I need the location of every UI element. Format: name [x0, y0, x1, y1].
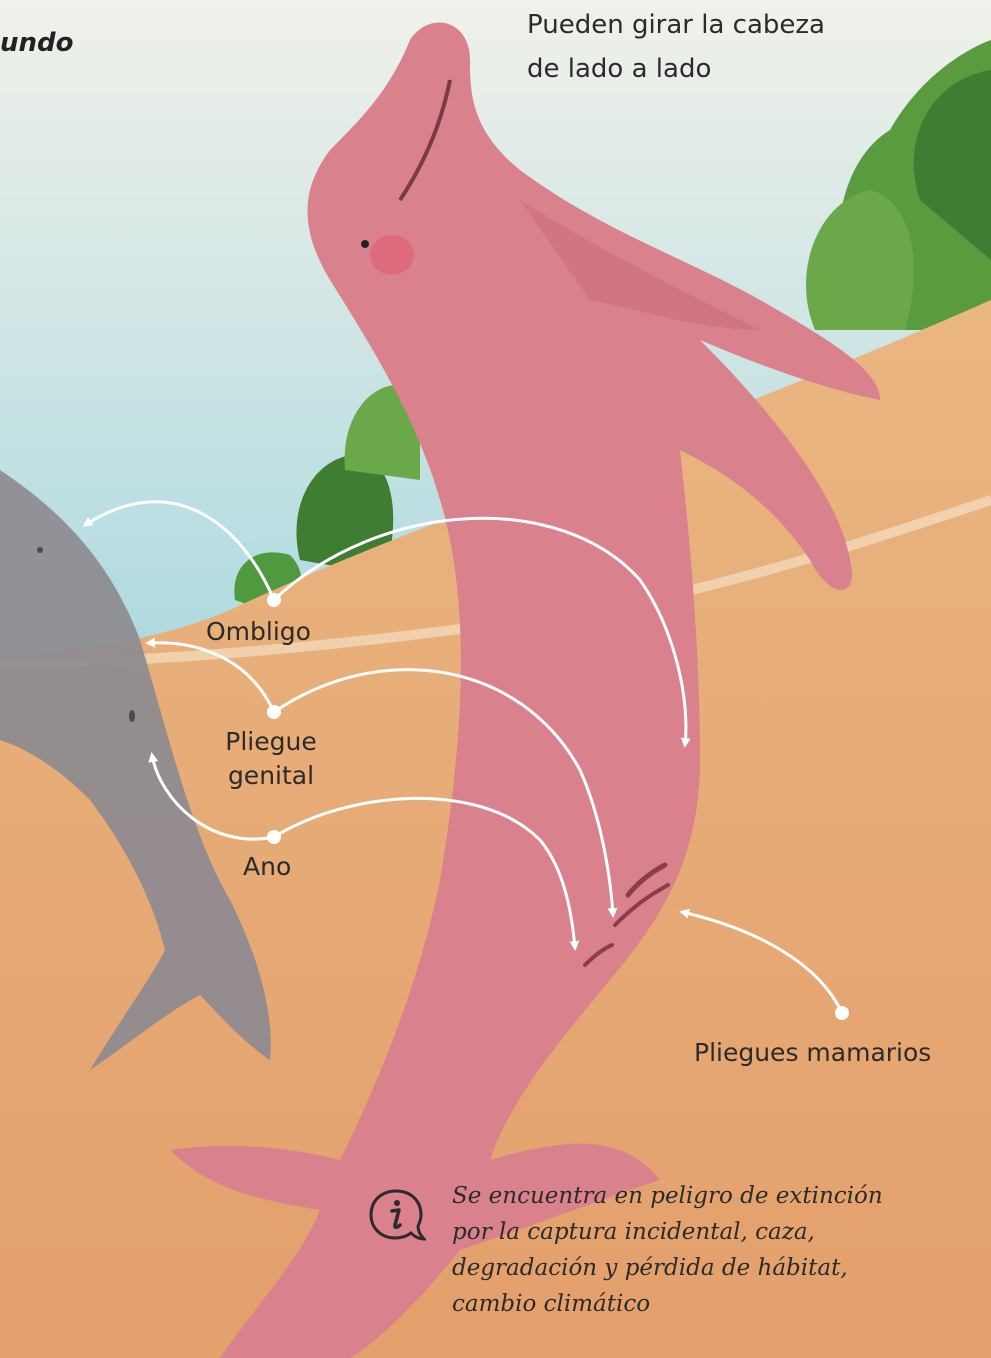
info-line-3: degradación y pérdida de hábitat,: [452, 1250, 972, 1286]
info-text: Se encuentra en peligro de extinción por…: [452, 1178, 972, 1322]
info-line-2: por la captura incidental, caza,: [452, 1214, 972, 1250]
info-line-4: cambio climático: [452, 1286, 972, 1322]
ano-label: Ano: [243, 850, 291, 884]
ombligo-label: Ombligo: [206, 615, 311, 649]
info-line-1: Se encuentra en peligro de extinción: [452, 1178, 972, 1214]
pliegues-mamarios-label: Pliegues mamarios: [694, 1036, 931, 1070]
pliegue-line-1: Pliegue: [196, 725, 346, 759]
info-speech-bubble-icon: [366, 1185, 426, 1245]
pliegue-genital-label: Pliegue genital: [196, 725, 346, 793]
head-turn-line-1: Pueden girar la cabeza: [527, 3, 825, 47]
pliegue-line-2: genital: [196, 759, 346, 793]
gray-dolphin-mark: [37, 547, 43, 553]
gray-dolphin-navel: [129, 710, 135, 722]
title-fragment: undo: [0, 28, 74, 58]
head-turn-label: Pueden girar la cabeza de lado a lado: [527, 3, 825, 91]
head-turn-line-2: de lado a lado: [527, 47, 825, 91]
